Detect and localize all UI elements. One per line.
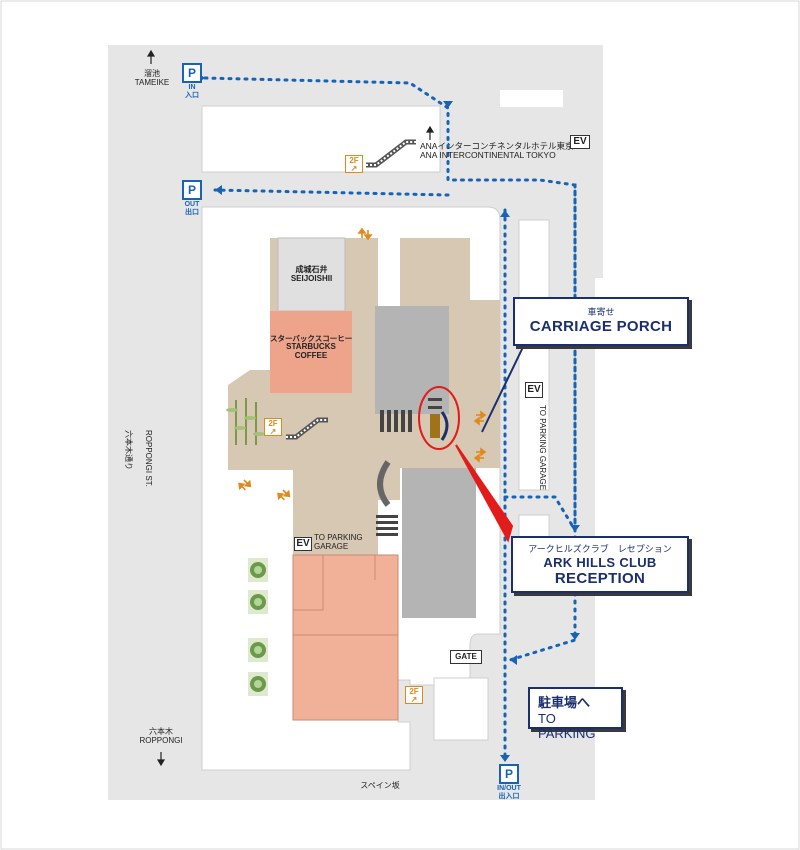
- escalator-icon: [286, 417, 328, 440]
- lower-building: [292, 554, 399, 721]
- parking-in-label: IN 入口: [176, 84, 208, 99]
- stairs-icon: [376, 515, 398, 536]
- parking-in-label-en: IN: [188, 84, 196, 91]
- roppongi-label: 六本木 ROPPONGI: [136, 727, 186, 746]
- escalator-icon: [366, 139, 416, 168]
- spain-zaka-label: スペイン坂: [360, 781, 400, 790]
- floor-badge-south: 2F ↗: [405, 686, 423, 704]
- parking-inout-label-jp: 出入口: [498, 792, 520, 800]
- roppongi-label-en: ROPPONGI: [139, 735, 183, 745]
- roppongi-street-label-en: ROPPONGI ST.: [144, 430, 153, 487]
- parking-out-sign: P: [182, 180, 202, 200]
- two-way-arrow-icon: [473, 447, 487, 463]
- reception-en-1: ARK HILLS CLUB: [543, 555, 657, 570]
- seijoishii-label-jp: 成城石井: [295, 265, 328, 274]
- tameike-label-jp: 溜池: [144, 69, 160, 78]
- parking-out-label-en: OUT: [184, 201, 200, 208]
- arrow-down-icon: [156, 752, 166, 767]
- two-way-arrow-icon: [357, 227, 373, 241]
- reception-en-2: RECEPTION: [554, 570, 646, 587]
- hotel-annex-block: [500, 90, 563, 107]
- floor-badge-hotel-label: 2F: [349, 156, 359, 165]
- starbucks-label: スターバックスコーヒー STARBUCKS COFFEE: [270, 334, 353, 361]
- arrow-up-icon: [425, 125, 435, 140]
- roppongi-label-jp: 六本木: [149, 727, 173, 736]
- to-parking-garage-label-1: TO PARKING: [314, 533, 363, 542]
- two-way-arrow-icon: [238, 479, 252, 491]
- two-way-arrow-icon: [277, 489, 291, 501]
- parking-out-label: OUT 出口: [176, 201, 208, 216]
- parking-in-label-jp: 入口: [185, 91, 199, 99]
- to-parking-jp: 駐車場へ: [538, 696, 591, 711]
- reception-highlight-circle: [418, 386, 460, 450]
- starbucks-store: [270, 311, 352, 393]
- carriage-porch-en: CARRIAGE PORCH: [529, 318, 673, 335]
- tree-icon: [248, 590, 268, 614]
- parking-in-sign: P: [182, 63, 202, 83]
- hotel-label-en: ANA INTERCONTINENTAL TOKYO: [420, 150, 556, 161]
- to-parking-garage-vertical-label: TO PARKING GARAGE: [538, 405, 547, 491]
- building-south: [402, 468, 476, 618]
- entrance-doors: [377, 398, 449, 507]
- ev-box-median: EV: [525, 382, 543, 398]
- floor-badge-plaza-arrow-icon: ↗: [269, 427, 277, 436]
- starbucks-label-en-1: STARBUCKS: [286, 342, 336, 352]
- seijoishii-label: 成城石井 SEIJOISHII: [278, 265, 345, 284]
- starbucks-label-en-2: COFFEE: [294, 351, 328, 361]
- hotel-label: ANAインターコンチネンタルホテル東京 ANA INTERCONTINENTAL…: [420, 141, 574, 161]
- floor-badge-hotel: 2F ↗: [345, 155, 363, 173]
- hotel-label-jp: ANAインターコンチネンタルホテル東京: [420, 141, 574, 151]
- parking-inout-sign: P: [499, 764, 519, 784]
- reception-callout: アークヒルズクラブ レセプション ARK HILLS CLUB RECEPTIO…: [511, 536, 689, 593]
- building-north: [375, 306, 449, 414]
- ev-box-hotel: EV: [570, 135, 590, 149]
- reception-jp: アークヒルズクラブ レセプション: [528, 545, 672, 555]
- tameike-label: 溜池 TAMEIKE: [128, 69, 176, 88]
- bamboo-icon: [226, 398, 265, 445]
- to-parking-callout: 駐車場へ TO PARKING: [528, 687, 623, 741]
- carriage-pointer: [481, 344, 525, 433]
- tree-icon: [248, 558, 268, 582]
- reception-pointer: [455, 444, 514, 543]
- floor-badge-plaza-label: 2F: [268, 419, 278, 428]
- to-parking-en: TO PARKING: [538, 711, 596, 741]
- ev-box-parking: EV: [294, 537, 312, 551]
- starbucks-label-jp: スターバックスコーヒー: [270, 334, 353, 343]
- tree-icon: [248, 638, 268, 662]
- small-building: [433, 677, 489, 741]
- floor-badge-plaza: 2F ↗: [264, 418, 282, 436]
- to-parking-garage-label-2: GARAGE: [314, 541, 349, 551]
- floor-badge-south-arrow-icon: ↗: [410, 695, 418, 704]
- parking-out-label-jp: 出口: [185, 208, 199, 216]
- parking-inout-label-en: IN/OUT: [497, 785, 521, 792]
- carriage-porch-callout: 車寄せ CARRIAGE PORCH: [513, 297, 689, 346]
- lower-building-divisions: [293, 555, 398, 636]
- stairs-icon: [380, 410, 412, 432]
- seijoishii-label-en: SEIJOISHII: [290, 273, 333, 283]
- arrow-up-icon: [146, 49, 156, 64]
- floor-badge-hotel-arrow-icon: ↗: [350, 164, 358, 173]
- gate-label: GATE: [450, 650, 482, 664]
- median-island: [518, 219, 550, 491]
- floor-badge-south-label: 2F: [409, 687, 419, 696]
- median-island-small: [518, 514, 550, 538]
- to-parking-garage-label: TO PARKING GARAGE: [314, 533, 363, 552]
- carriage-porch-jp: 車寄せ: [587, 308, 615, 318]
- roppongi-street-label-jp: 六本木通り: [124, 430, 133, 470]
- two-way-arrow-icon: [473, 410, 487, 426]
- parking-inout-label: IN/OUT 出入口: [488, 785, 530, 800]
- tree-icons: [248, 558, 268, 696]
- two-way-arrow-icons: [238, 227, 487, 501]
- tree-icon: [248, 672, 268, 696]
- hotel-block: [201, 105, 441, 173]
- tameike-label-en: TAMEIKE: [134, 77, 170, 87]
